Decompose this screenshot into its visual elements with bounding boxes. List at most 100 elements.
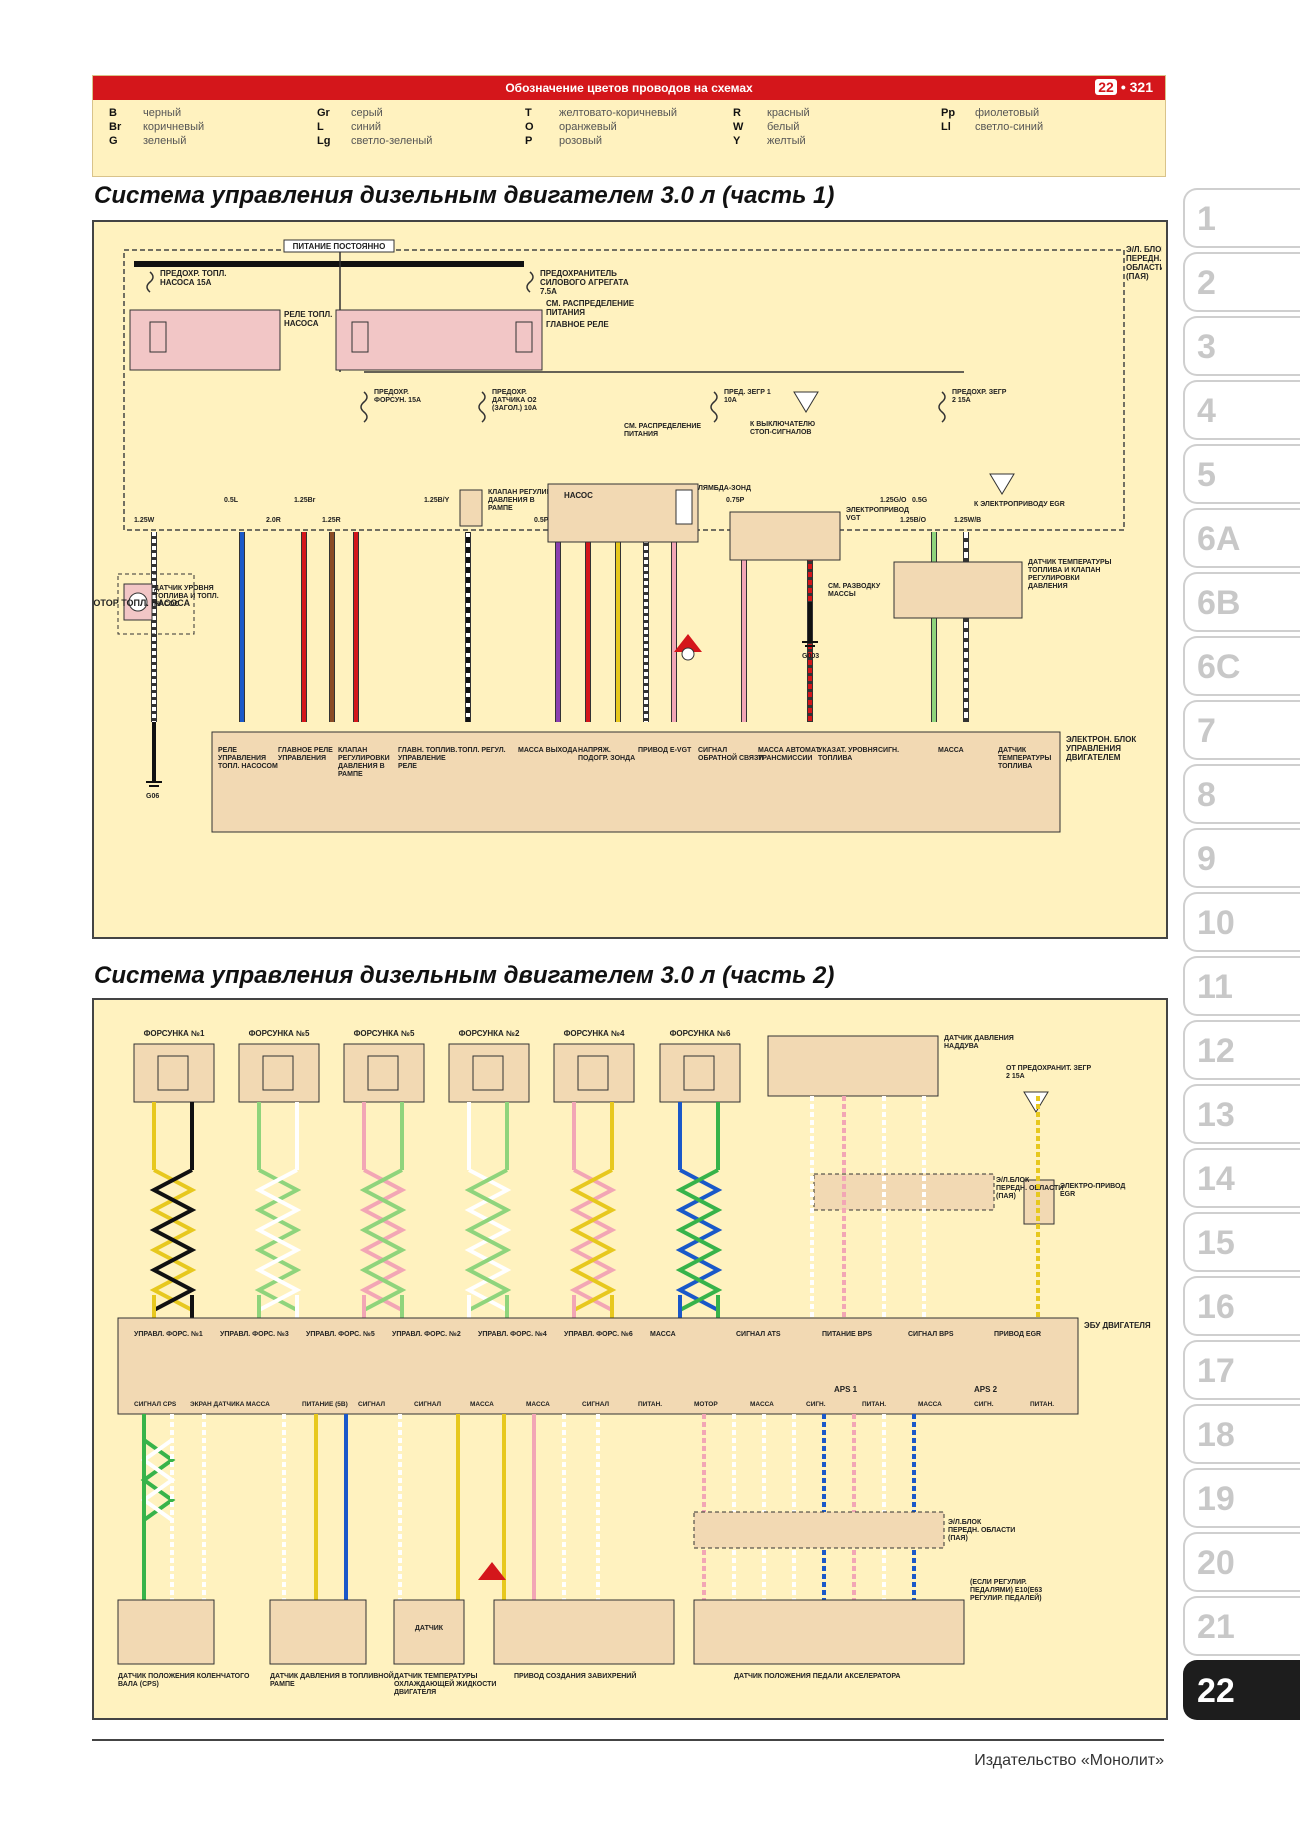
fuse-icon <box>710 391 718 423</box>
ecu-label: ЭБУ ДВИГАТЕЛЯ <box>1084 1321 1151 1330</box>
chapter-tab-5[interactable]: 5 <box>1183 444 1300 504</box>
legend-code: O <box>525 121 534 133</box>
pressure-valve-box <box>459 489 483 527</box>
fuse-icon <box>938 391 946 423</box>
ecu-bottom-label: СИГН. <box>974 1401 994 1408</box>
chapter-tab-19[interactable]: 19 <box>1183 1468 1300 1528</box>
chapter-tab-22[interactable]: 22 <box>1183 1660 1300 1720</box>
chapter-tab-12[interactable]: 12 <box>1183 1020 1300 1080</box>
legend-code: B <box>109 107 117 119</box>
ecu-pin-label: МАССА <box>938 747 964 754</box>
pump-block-box <box>547 483 699 543</box>
chapter-tab-4[interactable]: 4 <box>1183 380 1300 440</box>
relay-pump-label: РЕЛЕ ТОПЛ.НАСОСА <box>284 310 332 328</box>
injector-icon <box>367 1055 399 1091</box>
chapter-tab-17[interactable]: 17 <box>1183 1340 1300 1400</box>
chapter-tab-10[interactable]: 10 <box>1183 892 1300 952</box>
relay-coil-icon <box>149 321 167 353</box>
injector-box <box>659 1043 741 1103</box>
injector-label: ФОРСУНКА №1 <box>144 1029 205 1038</box>
chapter-tab-13[interactable]: 13 <box>1183 1084 1300 1144</box>
injector-icon <box>157 1055 189 1091</box>
chapter-tab-7[interactable]: 7 <box>1183 700 1300 760</box>
ecu-bottom-label: МАССА <box>750 1401 774 1408</box>
twisted-wire-b <box>675 1168 723 1312</box>
wire-label: 1.25Br <box>294 497 316 504</box>
ecu-bottom-label: ПИТАН. <box>638 1401 662 1408</box>
section2-title: Система управления дизельным двигателем … <box>94 962 835 989</box>
chapter-tab-16[interactable]: 16 <box>1183 1276 1300 1336</box>
chapter-tab-20[interactable]: 20 <box>1183 1532 1300 1592</box>
legend-color-name: синий <box>351 121 382 133</box>
page-chip: 22 <box>1095 79 1117 95</box>
ecu-top-label: УПРАВЛ. ФОРС. №2 <box>392 1330 461 1338</box>
sensor-box <box>393 1599 465 1665</box>
injector-box <box>133 1043 215 1103</box>
chapter-tab-18[interactable]: 18 <box>1183 1404 1300 1464</box>
chapter-tab-11[interactable]: 11 <box>1183 956 1300 1016</box>
legend-code: Pp <box>941 107 956 119</box>
legend-code: P <box>525 135 533 147</box>
sensor-coolant-box-label: ДАТЧИК <box>415 1625 444 1632</box>
ecu-box <box>211 731 1061 833</box>
wire-label: 0.5G <box>912 497 928 504</box>
relay-coil-icon <box>351 321 369 353</box>
chapter-tab-6c[interactable]: 6C <box>1183 636 1300 696</box>
legend-color-name: желтовато-коричневый <box>559 107 677 119</box>
wire-label: 0.75P <box>726 497 745 504</box>
injector-icon <box>577 1055 609 1091</box>
chapter-tab-2[interactable]: 2 <box>1183 252 1300 312</box>
twisted-wire-b <box>464 1168 512 1312</box>
legend-color-name: коричневый <box>143 121 205 133</box>
chapter-tab-1[interactable]: 1 <box>1183 188 1300 248</box>
chapter-tab-6a[interactable]: 6A <box>1183 508 1300 568</box>
wire-label: 1.25W <box>134 517 155 524</box>
twisted-wire-b <box>359 1168 407 1312</box>
chapter-tab-6b[interactable]: 6B <box>1183 572 1300 632</box>
legend-color-name: фиолетовый <box>975 107 1040 119</box>
chapter-tab-3[interactable]: 3 <box>1183 316 1300 376</box>
fuel-temp-box <box>893 561 1023 619</box>
lambda-heater-icon <box>675 489 693 525</box>
fuse-injector-label: ПРЕДОХР.ФОРСУН. 15А <box>374 389 421 404</box>
wire-label: 0.5Pp <box>534 517 553 524</box>
pedal-sensor-label: ДАТЧИК ПОЛОЖЕНИЯ ПЕДАЛИ АКСЕЛЕРАТОРА <box>734 1673 900 1680</box>
injector-label: ФОРСУНКА №4 <box>564 1029 625 1038</box>
chapter-tab-21[interactable]: 21 <box>1183 1596 1300 1656</box>
connector-icon <box>681 647 695 661</box>
legend-code: Y <box>733 135 741 147</box>
chapter-tab-15[interactable]: 15 <box>1183 1212 1300 1272</box>
chapter-tab-14[interactable]: 14 <box>1183 1148 1300 1208</box>
wire-label: 0.5L <box>224 497 239 504</box>
sensor-box <box>269 1599 367 1665</box>
legend-code: L <box>317 121 324 133</box>
legend-color-name: светло-синий <box>975 121 1044 133</box>
ecu-pin-label: МАССА АВТОМАТ.ТРАНСМИССИИ <box>758 747 821 762</box>
legend-code: R <box>733 107 741 119</box>
warning-triangle-icon <box>674 634 702 652</box>
chapter-tab-9[interactable]: 9 <box>1183 828 1300 888</box>
swirl-drive-label: ПРИВОД СОЗДАНИЯ ЗАВИХРЕНИЙ <box>514 1671 636 1680</box>
fuse-arrow-icon <box>1023 1091 1049 1113</box>
chapter-tab-8[interactable]: 8 <box>1183 764 1300 824</box>
ground-g003: G003 <box>802 653 819 660</box>
